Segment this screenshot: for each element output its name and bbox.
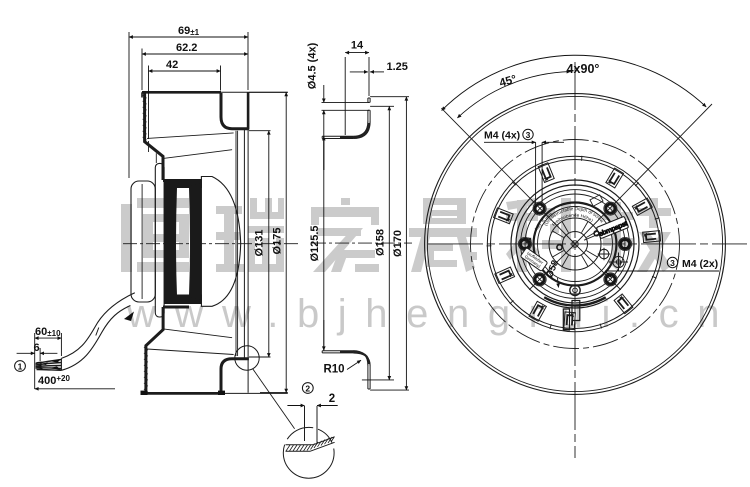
svg-text:Ø158: Ø158	[375, 229, 387, 256]
svg-text:4x90°: 4x90°	[567, 62, 600, 76]
svg-text:6: 6	[34, 342, 40, 354]
svg-text:Ø4.5 (4x): Ø4.5 (4x)	[307, 42, 319, 89]
svg-text:3: 3	[670, 258, 675, 268]
svg-text:2: 2	[305, 384, 310, 394]
svg-text:M4 (2x): M4 (2x)	[682, 258, 718, 270]
svg-text:Ø175: Ø175	[272, 228, 284, 255]
svg-text:3: 3	[526, 130, 531, 140]
svg-text:Ø131: Ø131	[254, 230, 266, 257]
svg-text:2: 2	[329, 393, 335, 405]
svg-text:R10: R10	[323, 364, 344, 376]
svg-text:60±10: 60±10	[35, 326, 61, 338]
svg-text:M4 (4x): M4 (4x)	[484, 130, 520, 142]
svg-text:Ø170: Ø170	[392, 230, 404, 257]
svg-text:69±1: 69±1	[178, 25, 200, 37]
svg-text:Ø125.5: Ø125.5	[309, 225, 321, 261]
svg-text:1.25: 1.25	[387, 61, 408, 73]
svg-text:42: 42	[166, 59, 178, 71]
svg-text:www.bjhengrui.cn: www.bjhengrui.cn	[126, 292, 738, 336]
svg-text:62.2: 62.2	[176, 42, 197, 54]
svg-text:1: 1	[18, 362, 23, 372]
svg-text:14: 14	[351, 40, 364, 52]
svg-text:45°: 45°	[498, 73, 518, 89]
